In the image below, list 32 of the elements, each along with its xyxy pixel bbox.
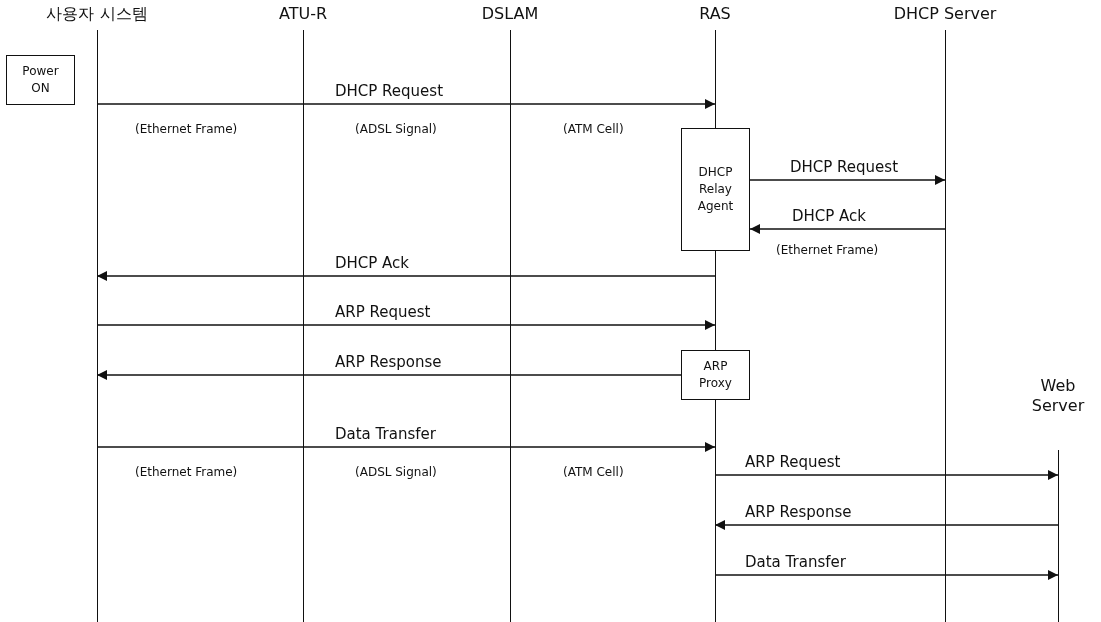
participant-label: RAS [698, 4, 732, 25]
message-arrow [714, 570, 1059, 580]
protocol-label: (ADSL Signal) [355, 465, 437, 479]
process-box: ARP Proxy [681, 350, 750, 400]
message-arrow [96, 370, 682, 380]
message-arrow [749, 224, 946, 234]
protocol-label: (ATM Cell) [563, 122, 624, 136]
message-arrow [714, 470, 1059, 480]
protocol-label: (Ethernet Frame) [135, 465, 238, 479]
edge-label: ARP Response [745, 504, 852, 521]
message-arrow [96, 442, 716, 452]
edge-label: ARP Response [335, 354, 442, 371]
edge-label: ARP Request [745, 454, 841, 471]
message-arrow [96, 320, 716, 330]
edge-label: DHCP Request [790, 159, 899, 176]
participant-label: Web Server [1030, 376, 1086, 417]
message-arrow [96, 271, 716, 281]
message-arrow [96, 99, 716, 109]
edge-label: ARP Request [335, 304, 431, 321]
edge-label: DHCP Request [335, 83, 444, 100]
participant-label: DHCP Server [892, 4, 998, 25]
process-box: DHCP Relay Agent [681, 128, 750, 251]
protocol-label: (ADSL Signal) [355, 122, 437, 136]
participant-label: 사용자 시스템 [45, 4, 149, 25]
message-arrow [714, 520, 1059, 530]
process-box: Power ON [6, 55, 75, 105]
protocol-label: (Ethernet Frame) [135, 122, 238, 136]
protocol-label: (ATM Cell) [563, 465, 624, 479]
protocol-label: (Ethernet Frame) [776, 243, 879, 257]
participant-label: DSLAM [480, 4, 540, 25]
participant-label: ATU-R [277, 4, 329, 25]
message-arrow [749, 175, 946, 185]
